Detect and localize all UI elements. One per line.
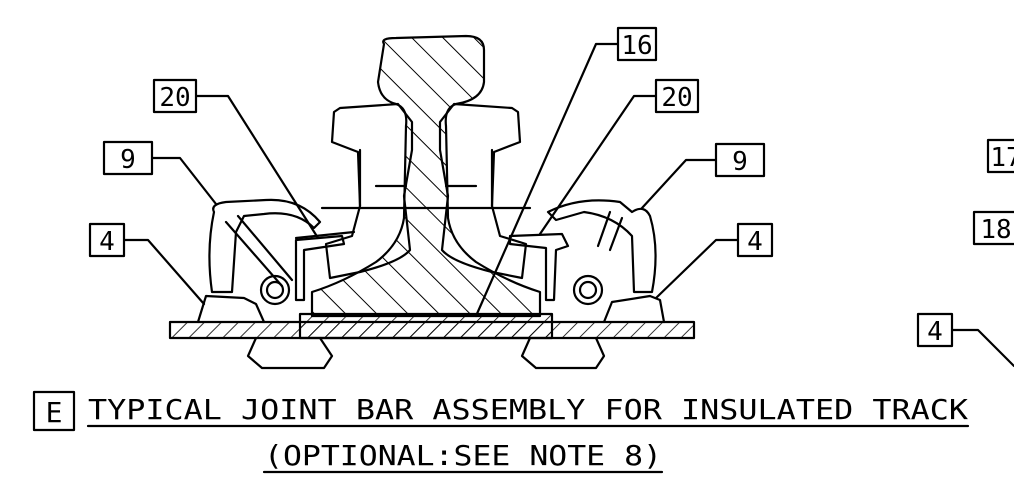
callout-box-20-left xyxy=(152,78,198,114)
callout-box-20-right xyxy=(654,78,700,114)
leader-9-right xyxy=(640,158,718,210)
shoulder-left xyxy=(196,294,266,324)
leader-4-far xyxy=(950,328,1014,368)
shoulder-right xyxy=(602,294,666,324)
callout-17: 17 xyxy=(990,143,1014,173)
leader-9-left xyxy=(150,156,218,206)
callout-4-far: 4 xyxy=(927,317,943,347)
detail-letter: E xyxy=(46,396,63,429)
callout-9-right: 9 xyxy=(732,147,748,177)
callout-box-4-far xyxy=(916,312,954,348)
rail-clip-right xyxy=(546,199,657,294)
callout-box-17 xyxy=(986,138,1014,174)
leader-4-right xyxy=(654,238,740,300)
bar-liner-right xyxy=(444,148,494,208)
anchor-left xyxy=(246,336,334,370)
detail-letter-box xyxy=(32,390,76,432)
callout-box-9-right xyxy=(714,142,766,178)
rail-section xyxy=(310,34,542,318)
detail-subtitle: (OPTIONAL:SEE NOTE 8) xyxy=(264,439,662,472)
leader-16 xyxy=(474,42,620,318)
callout-box-9-left xyxy=(102,140,154,176)
callout-4-left: 4 xyxy=(99,227,115,257)
callout-16: 16 xyxy=(621,31,652,61)
callout-4-right: 4 xyxy=(747,227,763,257)
bar-liner-left xyxy=(358,148,408,208)
callout-18: 18 xyxy=(980,215,1011,245)
callout-20-right: 20 xyxy=(661,83,692,113)
anchor-right xyxy=(520,336,606,370)
callout-box-4-left xyxy=(88,222,126,258)
leader-20-right xyxy=(538,94,658,236)
callout-20-left: 20 xyxy=(159,83,190,113)
clip-bolt-left xyxy=(259,274,291,306)
clip-arm-right xyxy=(596,210,624,252)
insulator-left xyxy=(294,234,346,302)
insulating-pad xyxy=(298,312,554,340)
leader-20-left xyxy=(194,94,320,240)
callout-box-4-right xyxy=(736,222,774,258)
detail-title: TYPICAL JOINT BAR ASSEMBLY FOR INSULATED… xyxy=(88,393,968,426)
callout-box-18 xyxy=(972,210,1014,246)
clip-bolt-right-inner xyxy=(578,280,598,300)
joint-bar-right xyxy=(438,102,528,280)
clip-bolt-left-inner xyxy=(265,280,285,300)
callout-box-16 xyxy=(616,26,658,62)
clip-bolt-right xyxy=(572,274,604,306)
clip-arm-left xyxy=(224,214,294,288)
callout-9-left: 9 xyxy=(120,145,136,175)
leader-4-left xyxy=(122,238,206,306)
insulator-right xyxy=(508,232,570,302)
insulator-left-tip xyxy=(294,230,356,240)
